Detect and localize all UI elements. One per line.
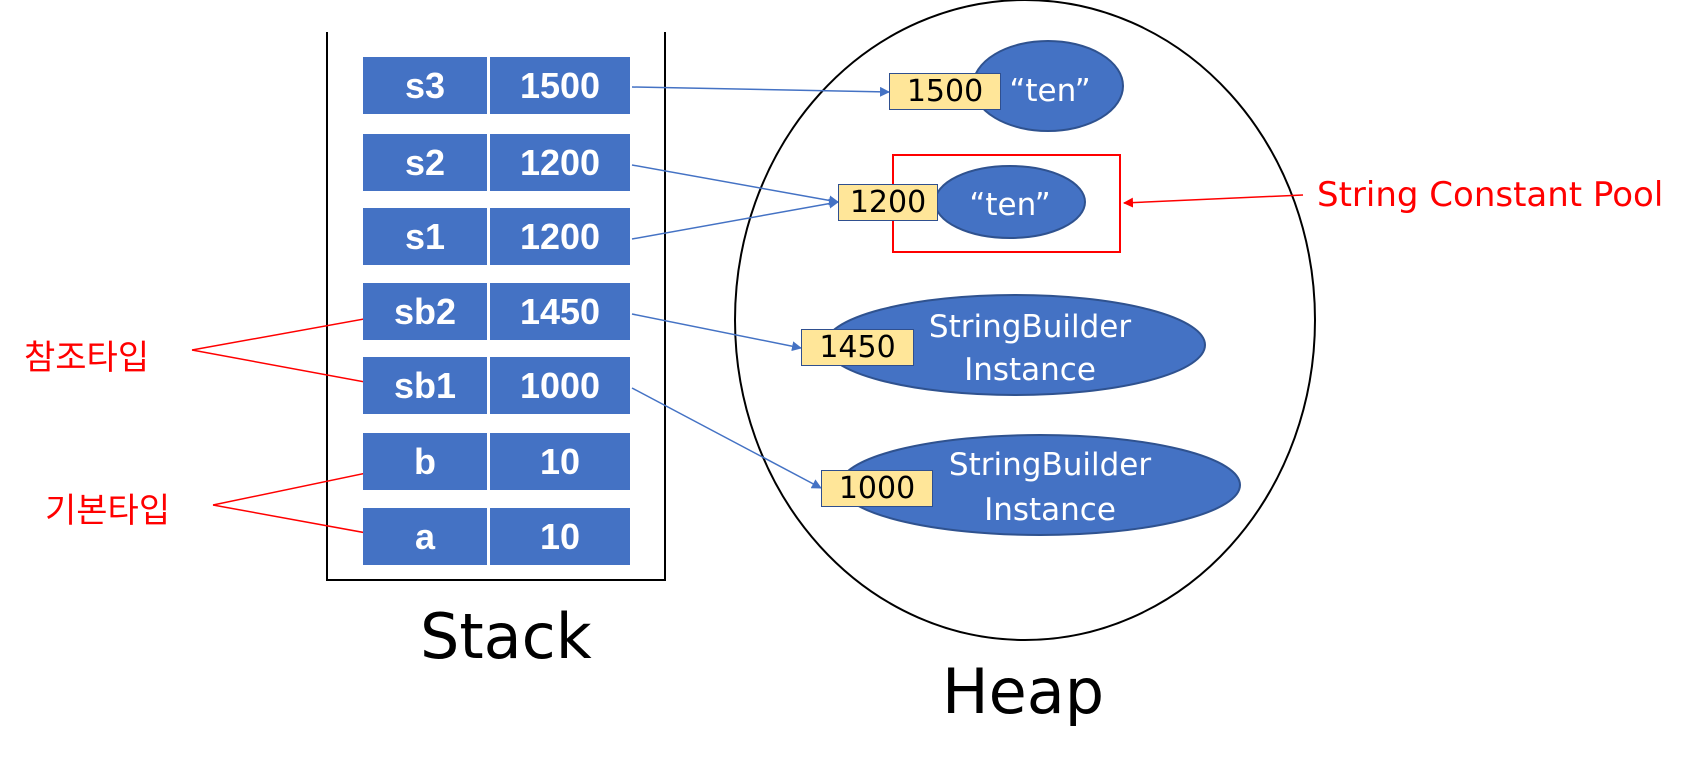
arrow-sb1 xyxy=(631,387,822,489)
stack-val-sb1: 1000 xyxy=(490,357,630,414)
stack-var-sb2: sb2 xyxy=(363,283,487,340)
stack-var-s1: s1 xyxy=(363,208,487,265)
stack-label: Stack xyxy=(420,600,592,673)
arrow-ref-sb2 xyxy=(191,310,393,351)
heap-object-text: “ten” xyxy=(1009,73,1091,109)
stack-val-s1: 1200 xyxy=(490,208,630,265)
heap-object-text: Instance xyxy=(984,492,1116,528)
heap-address-1500: 1500 xyxy=(889,73,1001,110)
stack-val-s3: 1500 xyxy=(490,57,630,114)
stack-var-s3: s3 xyxy=(363,57,487,114)
heap-object-text: StringBuilder xyxy=(948,447,1152,483)
arrow-pool-label xyxy=(1123,194,1304,208)
heap-address-1000: 1000 xyxy=(821,470,933,507)
stack-val-sb2: 1450 xyxy=(490,283,630,340)
arrow-ref-sb1 xyxy=(191,349,393,391)
stack-val-b: 10 xyxy=(490,433,630,490)
heap-object-text: StringBuilder xyxy=(928,309,1132,345)
heap-address-1450: 1450 xyxy=(801,329,914,366)
arrow-s3 xyxy=(631,86,890,97)
heap-circle xyxy=(734,0,1316,641)
stack-var-s2: s2 xyxy=(363,134,487,191)
stack-val-a: 10 xyxy=(490,508,630,565)
stack-var-a: a xyxy=(363,508,487,565)
stack-var-b: b xyxy=(363,433,487,490)
stack-val-s2: 1200 xyxy=(490,134,630,191)
arrow-s2 xyxy=(631,164,839,206)
string-constant-pool-label: String Constant Pool xyxy=(1317,175,1664,215)
stack-container xyxy=(326,32,666,581)
arrow-sb2 xyxy=(631,313,802,352)
primitive-type-label: 기본타입 xyxy=(45,491,171,531)
arrow-s1 xyxy=(631,198,839,240)
heap-object-text: Instance xyxy=(964,352,1096,388)
heap-address-1200: 1200 xyxy=(838,184,938,221)
heap-object-text: “ten” xyxy=(969,187,1051,223)
heap-label: Heap xyxy=(942,655,1105,728)
reference-type-label: 참조타입 xyxy=(24,338,150,378)
stack-var-sb1: sb1 xyxy=(363,357,487,414)
